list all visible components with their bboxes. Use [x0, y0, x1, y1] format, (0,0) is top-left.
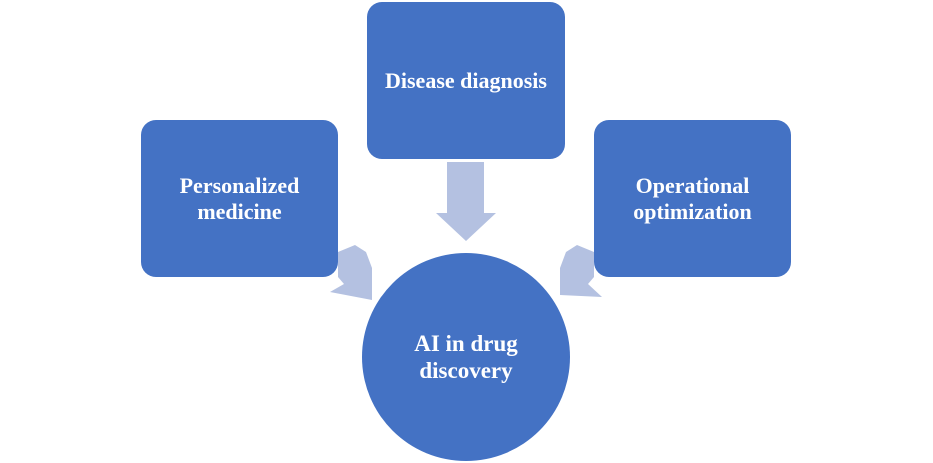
- node-personalized-medicine: Personalized medicine: [141, 120, 338, 277]
- node-label-ai-in-drug-discovery: AI in drug discovery: [414, 331, 518, 383]
- node-operational-optimization: Operational optimization: [594, 120, 791, 277]
- node-label-personalized-medicine: Personalized medicine: [179, 172, 300, 224]
- arrow-left-to-center: [330, 245, 372, 300]
- arrow-top-to-center: [436, 162, 496, 241]
- node-ai-in-drug-discovery: AI in drug discovery: [362, 253, 570, 461]
- node-label-operational-optimization: Operational optimization: [633, 172, 752, 224]
- node-disease-diagnosis: Disease diagnosis: [367, 2, 565, 159]
- node-label-disease-diagnosis: Disease diagnosis: [385, 67, 547, 93]
- arrow-right-to-center: [560, 245, 602, 297]
